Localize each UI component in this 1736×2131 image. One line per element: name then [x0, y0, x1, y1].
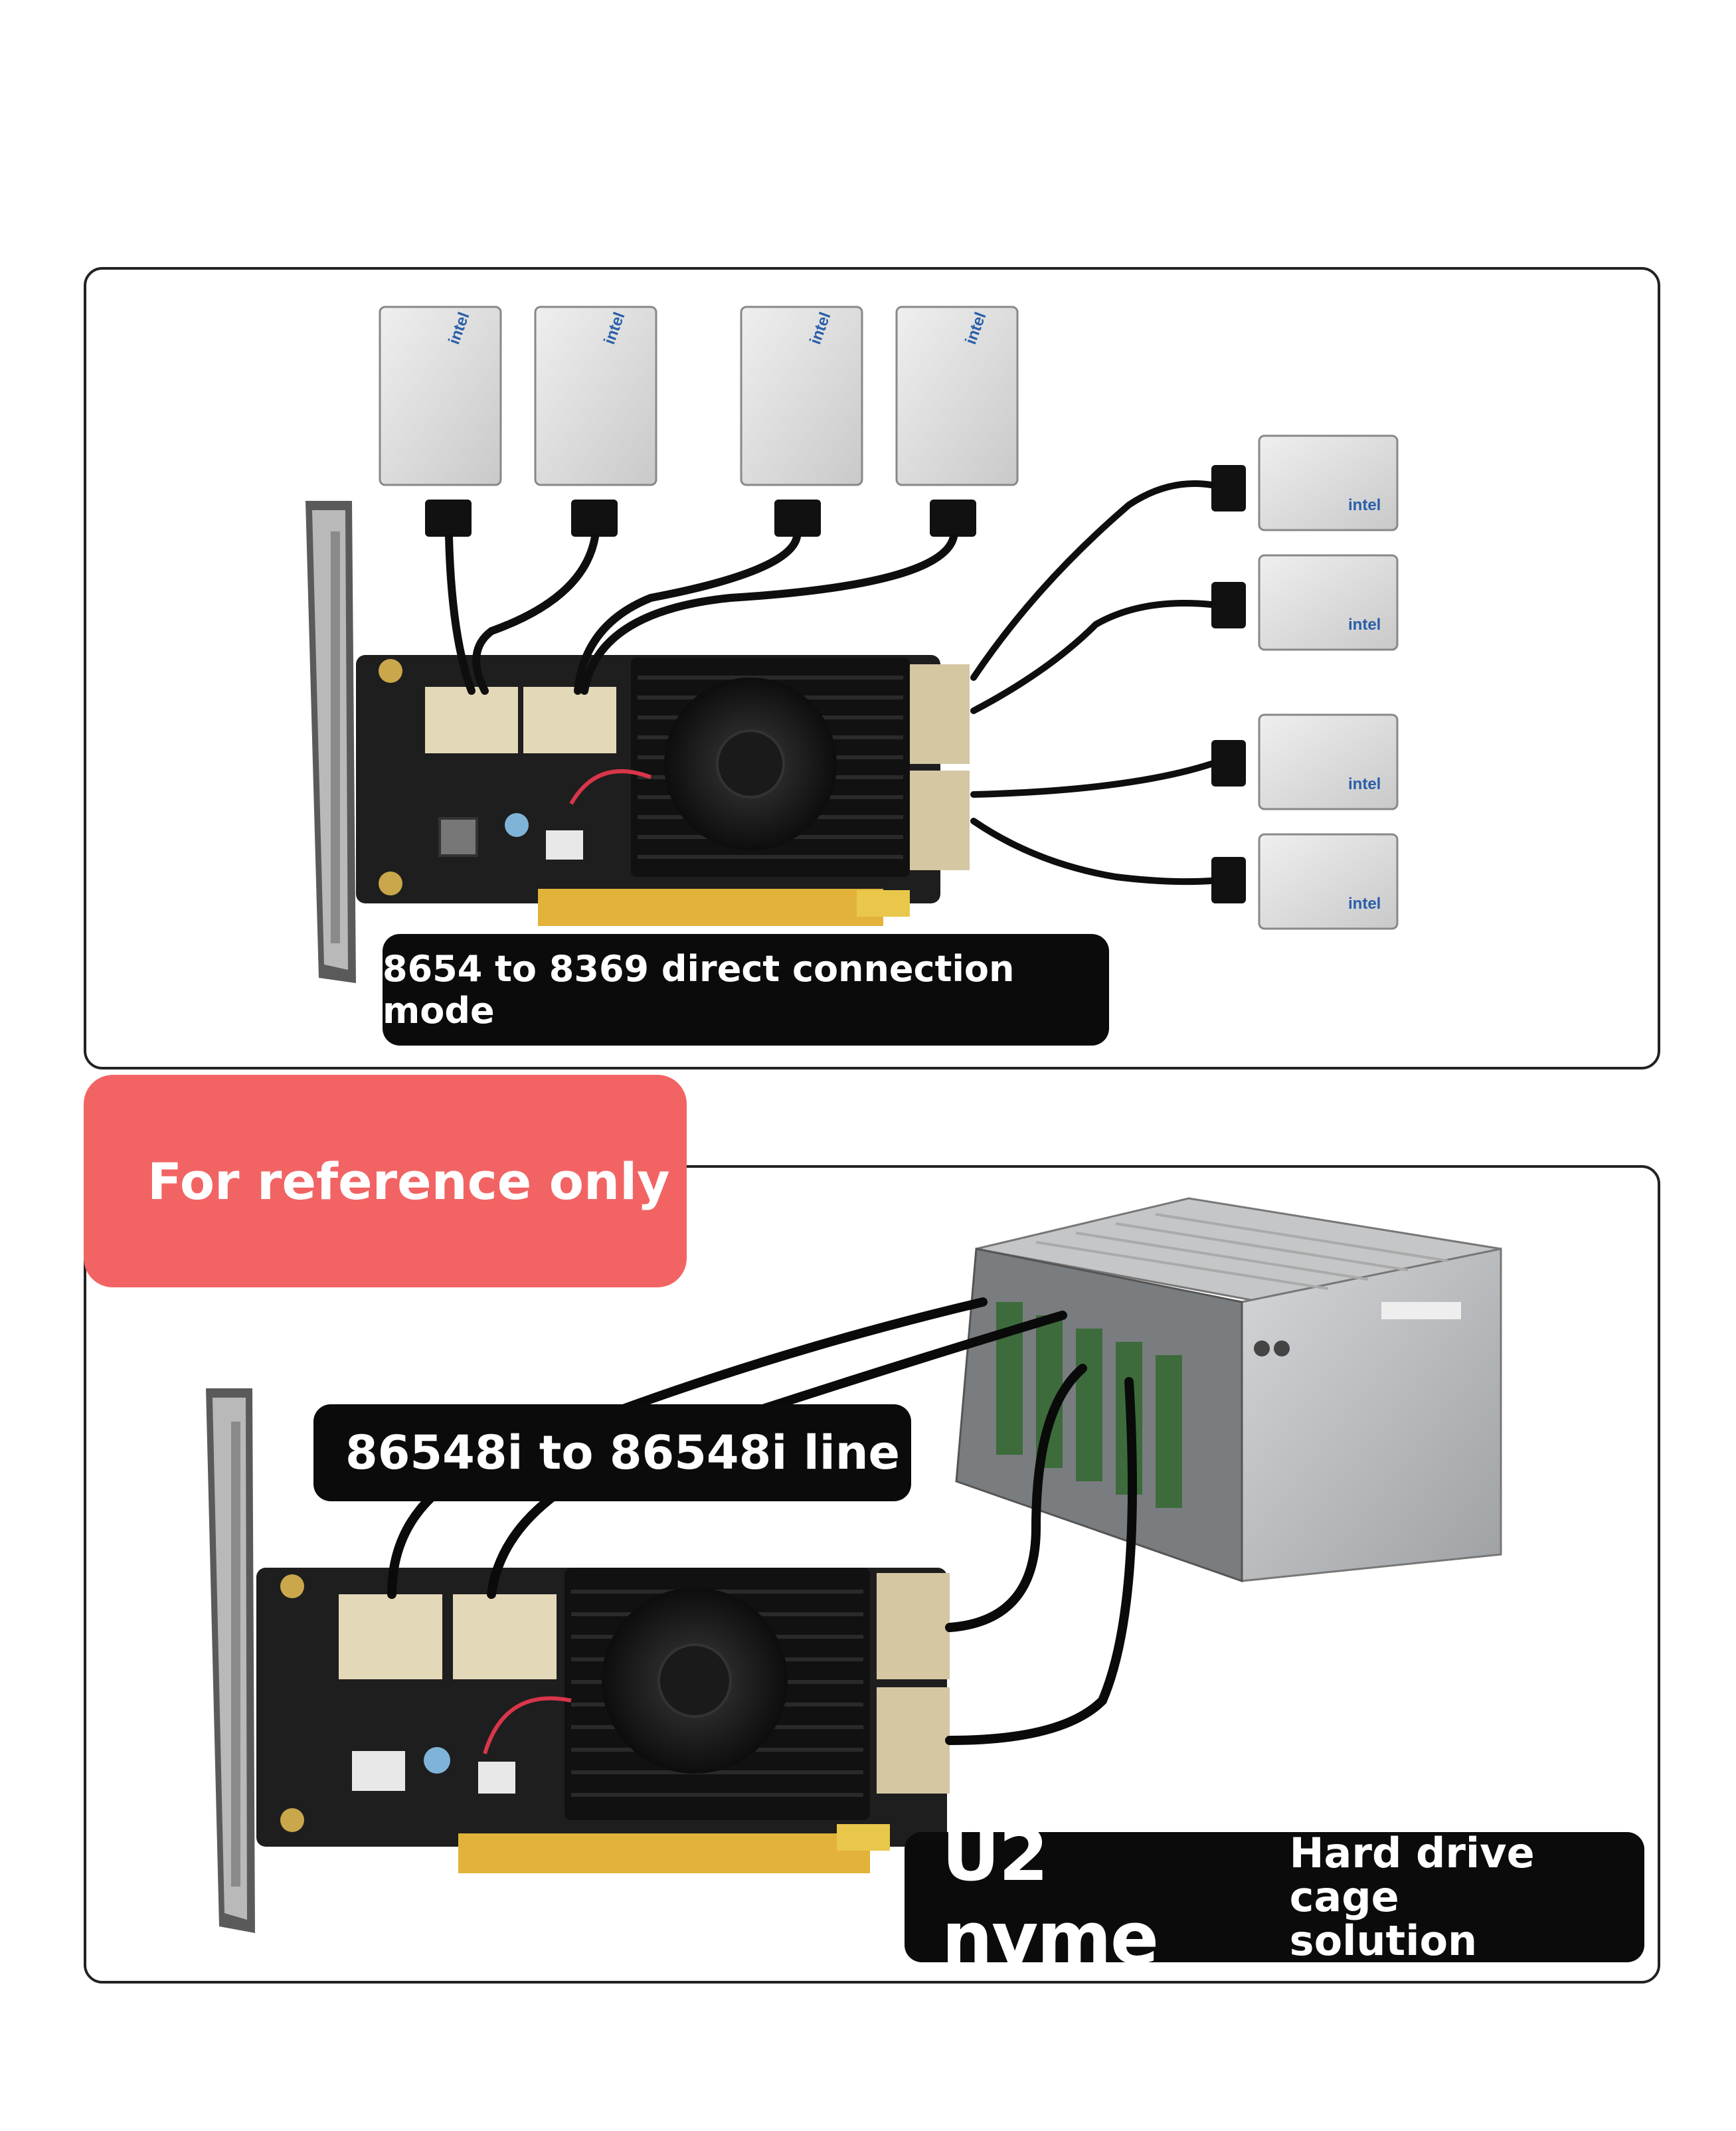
- pci-bracket-top: [305, 501, 356, 983]
- brand-label: intel: [1348, 496, 1381, 514]
- intel-logos-right: intel intel intel intel: [1348, 496, 1381, 913]
- brand-label: intel: [1348, 775, 1381, 793]
- adapter-card-top: [356, 655, 970, 926]
- u2-nvme-subtitle-line1: Hard drive cage: [1289, 1829, 1535, 1921]
- u2-nvme-caption: U2 nvme Hard drive cage solution: [905, 1814, 1644, 1980]
- brand-label: intel: [1348, 616, 1381, 634]
- reference-only-text: For reference only: [147, 1151, 670, 1211]
- u2-nvme-subtitle-line2: solution: [1289, 1916, 1478, 1965]
- adapter-card-bottom: [256, 1568, 950, 1873]
- cables-top: [445, 533, 958, 695]
- u2-nvme-subtitle: Hard drive cage solution: [1290, 1831, 1644, 1963]
- cable-line-caption-text: 86548i to 86548i line: [345, 1426, 901, 1480]
- cables-right: [970, 480, 1215, 885]
- u2-nvme-title: U2 nvme: [942, 1814, 1159, 1980]
- brand-label: intel: [1348, 895, 1381, 913]
- u2-ssd-row-top: [379, 306, 1019, 537]
- pci-bracket-bottom: [206, 1388, 255, 1933]
- direct-connection-caption-text: 8654 to 8369 direct connection mode: [383, 948, 1015, 1032]
- reference-only-banner: For reference only: [84, 1075, 687, 1287]
- direct-connection-caption: 8654 to 8369 direct connection mode: [383, 934, 1109, 1046]
- u2-ssd-column-right: [1211, 434, 1399, 930]
- cable-line-caption: 86548i to 86548i line: [313, 1404, 911, 1501]
- drive-cage: [955, 1197, 1502, 1583]
